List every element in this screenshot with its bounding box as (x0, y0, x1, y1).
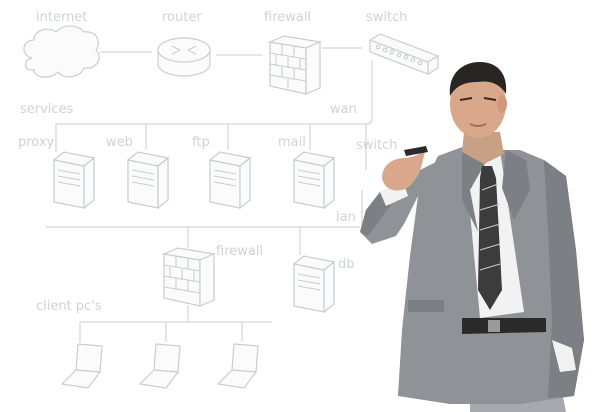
label-switch-top: switch (366, 10, 408, 25)
tie (478, 166, 502, 310)
hair (449, 62, 507, 96)
web-server-icon (126, 151, 170, 210)
label-db: db (338, 257, 355, 272)
label-mail: mail (278, 135, 306, 150)
client-pc-icon-2 (138, 343, 181, 389)
internet-cloud-icon (23, 25, 100, 78)
label-switch-mid: switch (356, 138, 398, 153)
label-proxy: proxy (18, 135, 55, 150)
switch-icon-top (368, 33, 440, 76)
ftp-server-icon (208, 151, 252, 210)
hand (382, 148, 426, 191)
client-pc-icon-3 (216, 343, 259, 389)
db-server-icon (292, 255, 336, 314)
label-router: router (162, 10, 202, 25)
label-services: services (20, 102, 74, 117)
router-icon (157, 37, 211, 77)
label-wan: wan (330, 102, 357, 117)
client-pc-icon-1 (60, 343, 103, 389)
proxy-server-icon (52, 151, 96, 210)
label-internet: internet (36, 10, 87, 25)
marker (404, 146, 428, 156)
firewall-icon-top (267, 35, 323, 95)
label-web: web (106, 135, 133, 150)
connection-lines (46, 47, 373, 342)
mail-server-icon (292, 151, 336, 210)
firewall-icon-mid (161, 247, 217, 307)
businessman-figure (360, 62, 584, 412)
raised-arm-sleeve (360, 160, 440, 244)
belt (462, 318, 546, 334)
label-lan: lan (336, 210, 356, 225)
head (450, 70, 506, 138)
label-firewall-top: firewall (264, 10, 311, 25)
label-client-pcs: client pc's (36, 299, 102, 314)
label-firewall-mid: firewall (216, 244, 263, 259)
label-ftp: ftp (192, 135, 210, 150)
